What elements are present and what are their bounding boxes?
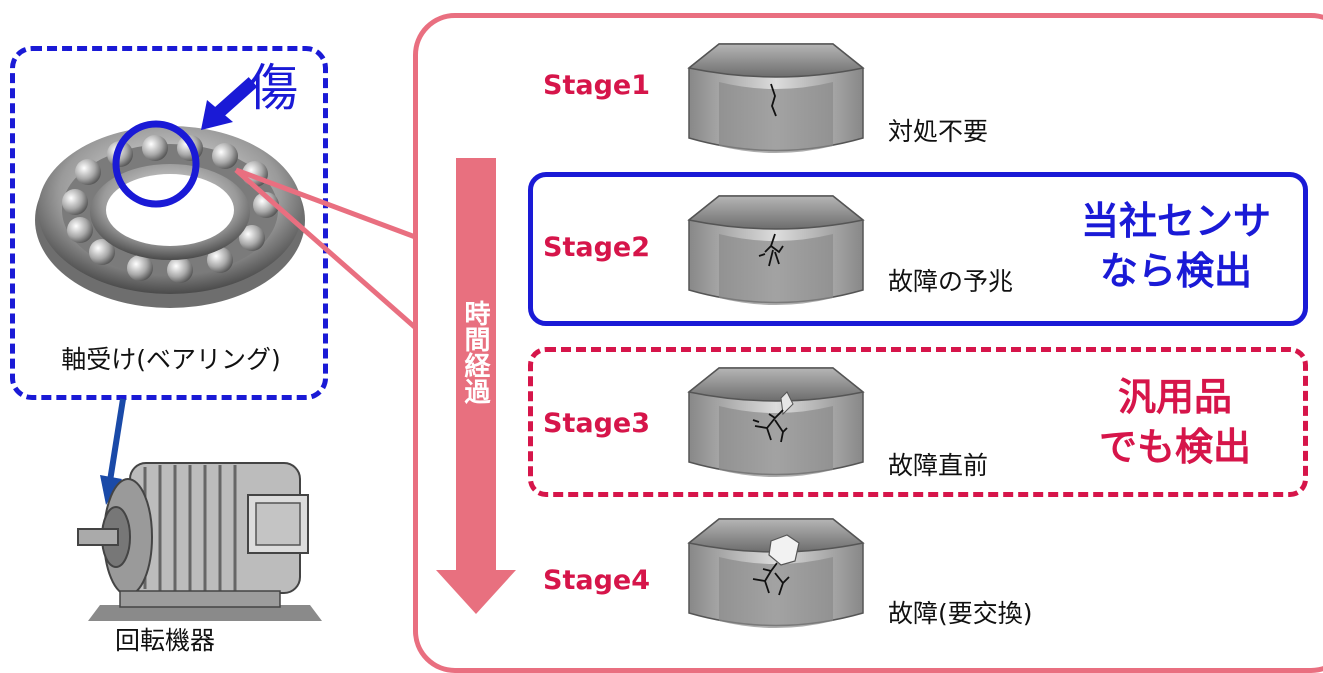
stage2-segment-image [687, 195, 865, 305]
stage1-status: 対処不要 [888, 117, 989, 146]
bearing-frame [10, 46, 328, 400]
stages-panel [413, 13, 1323, 673]
stage4-status: 故障(要交換) [888, 599, 1033, 628]
generic-callout: 汎用品 でも検出 [1070, 372, 1280, 472]
stage3-segment-image [687, 367, 865, 477]
damage-circle [112, 120, 200, 208]
stage4-segment-image [687, 518, 865, 628]
sensor-callout-line1: 当社センサ [1080, 199, 1271, 243]
generic-callout-line1: 汎用品 [1117, 375, 1232, 419]
stage1-segment-image [687, 43, 865, 153]
stage2-status: 故障の予兆 [888, 267, 1014, 296]
motor-caption: 回転機器 [115, 626, 216, 655]
bearing-to-motor-arrow-icon [100, 398, 126, 505]
damage-arrow-icon [201, 77, 258, 130]
zoom-connector [234, 167, 420, 332]
time-arrow-icon [436, 158, 516, 614]
stage2-label: Stage2 [543, 232, 650, 263]
stage3-status: 故障直前 [888, 451, 989, 480]
sensor-callout-line2: なら検出 [1099, 249, 1252, 293]
time-arrow-label: 時間経過 [460, 300, 490, 404]
stage4-label: Stage4 [543, 565, 650, 596]
bearing-caption: 軸受け(ベアリング) [61, 345, 281, 374]
sensor-callout: 当社センサ なら検出 [1058, 196, 1294, 296]
stage2-highlight-frame [528, 172, 1308, 326]
stage3-label: Stage3 [543, 408, 650, 439]
motor-image [77, 462, 322, 621]
stage1-label: Stage1 [543, 70, 650, 101]
damage-label: 傷 [248, 59, 298, 117]
generic-callout-line2: でも検出 [1098, 425, 1251, 469]
stage3-highlight-frame [528, 347, 1308, 497]
